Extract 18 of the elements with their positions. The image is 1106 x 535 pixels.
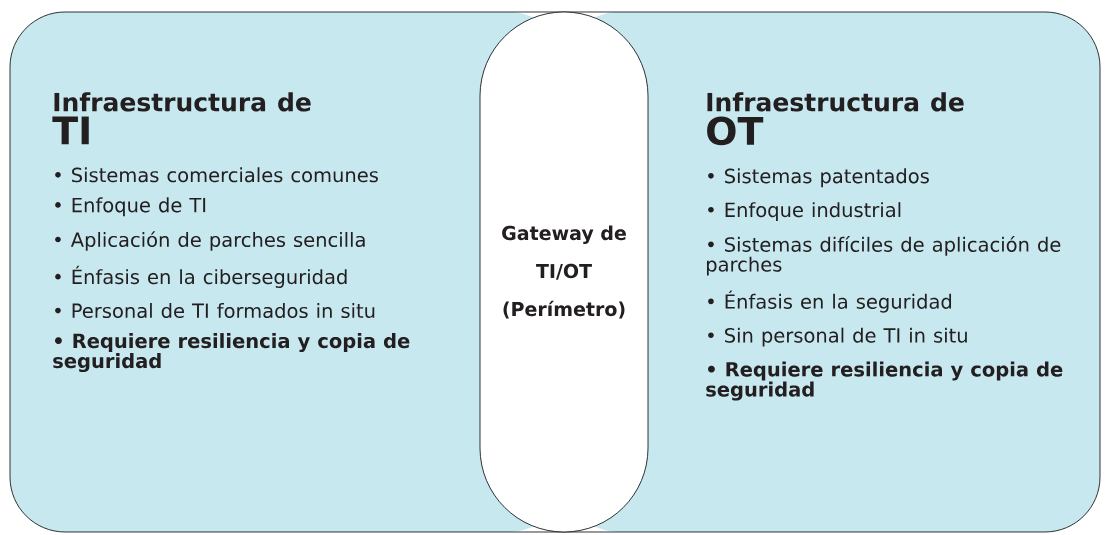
list-item: • Sin personal de TI in situ — [708, 327, 967, 347]
heading: TI — [52, 116, 89, 145]
list-item: • Sistemas patentados — [708, 168, 929, 188]
heading: Infraestructura de — [54, 92, 311, 112]
list-item: • Aplicación de parches sencilla — [55, 231, 365, 251]
list-item: • Personal de TI formados in situ — [55, 303, 375, 319]
list-item: • Sistemas difíciles de aplicación de parches — [707, 236, 1061, 276]
list-item: • Sistemas comerciales comunes — [55, 167, 378, 183]
list-item: • Requiere resiliencia y copia de seguridad — [53, 333, 410, 373]
gateway-label: Gateway de TI/OT (Perímetro) — [502, 225, 626, 319]
list-item: • Enfoque industrial — [708, 202, 901, 222]
list-item: • Enfoque de TI — [55, 197, 206, 217]
list-item: • Énfasis en la seguridad — [708, 290, 952, 313]
list-item: • Requiere resiliencia y copia de seguridad — [706, 361, 1063, 401]
gateway-capsule — [479, 11, 649, 533]
heading: Infraestructura de — [707, 92, 964, 112]
list-item: • Énfasis en la ciberseguridad — [55, 265, 347, 288]
heading: OT — [707, 116, 764, 146]
